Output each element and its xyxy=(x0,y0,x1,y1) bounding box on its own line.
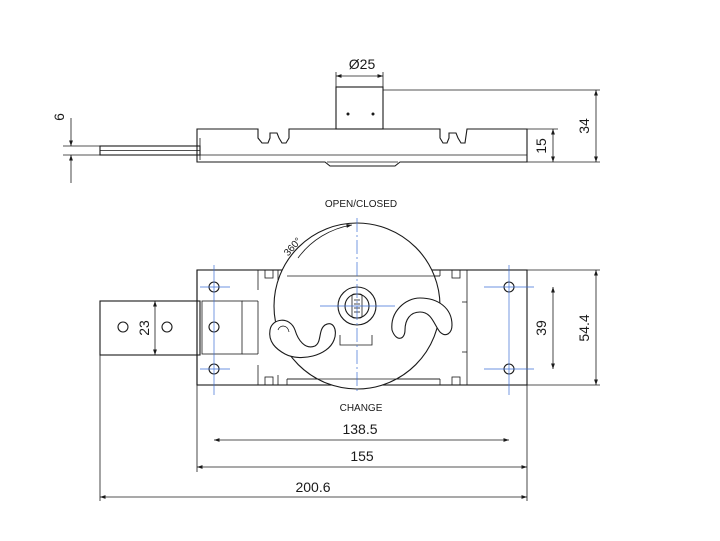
cam-left xyxy=(269,319,336,358)
front-shaft xyxy=(99,300,201,356)
dim-body-length: 155 xyxy=(350,448,374,464)
label-open-closed: OPEN/CLOSED xyxy=(325,199,397,210)
dim-body-height: 15 xyxy=(533,138,549,154)
side-view: Ø25 6 15 34 xyxy=(51,56,600,183)
side-body xyxy=(196,128,528,167)
label-change: CHANGE xyxy=(340,403,383,414)
dim-total-height: 34 xyxy=(576,118,592,134)
dim-total-length: 200.6 xyxy=(295,479,330,495)
dim-slot-height: 23 xyxy=(136,320,152,336)
dim-top-width: Ø25 xyxy=(349,56,376,72)
cam-right xyxy=(391,297,453,339)
dim-shaft-thickness: 6 xyxy=(51,113,67,121)
dim-plate-height: 54.4 xyxy=(576,314,592,341)
dim-hole-spacing-h: 138.5 xyxy=(342,421,377,437)
dim-hole-spacing-v: 39 xyxy=(533,320,549,336)
front-view: 360° OPEN/CLOSED CHANGE 23 39 54.4 138.5… xyxy=(99,199,600,501)
side-top-post xyxy=(335,86,384,130)
rotation-arc xyxy=(297,223,353,259)
